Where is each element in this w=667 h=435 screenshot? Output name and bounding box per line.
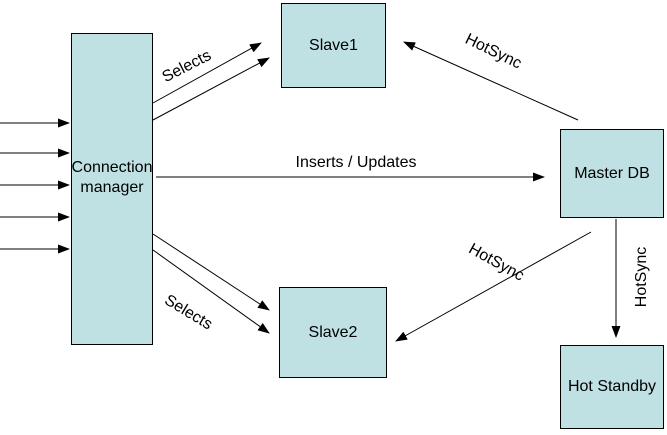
- hotsync-arrow-slave2: [395, 231, 592, 342]
- node-slave1: Slave1: [281, 3, 386, 88]
- selects-arrow-slave1-b: [152, 57, 270, 121]
- node-master-db: Master DB: [560, 129, 664, 218]
- node-master-db-label: Master DB: [574, 164, 650, 182]
- selects-arrow-slave2-a: [152, 233, 270, 311]
- node-hot-standby-label: Hot Standby: [567, 378, 657, 395]
- selects-arrow-slave2-b: [152, 249, 270, 334]
- node-slave2: Slave2: [279, 287, 387, 378]
- node-slave2-label: Slave2: [308, 323, 358, 341]
- edge-label-hotsync-hot-standby: HotSync: [633, 246, 650, 308]
- selects-arrow-slave1-a: [152, 42, 262, 104]
- node-slave1-label: Slave1: [309, 36, 358, 54]
- hotsync-arrow-slave1: [403, 41, 579, 121]
- node-connection-manager: Connection manager: [71, 33, 153, 345]
- node-connection-manager-label: Connection manager: [71, 159, 153, 196]
- edge-label-inserts-updates: Inserts / Updates: [295, 154, 417, 171]
- node-hot-standby: Hot Standby: [560, 345, 664, 429]
